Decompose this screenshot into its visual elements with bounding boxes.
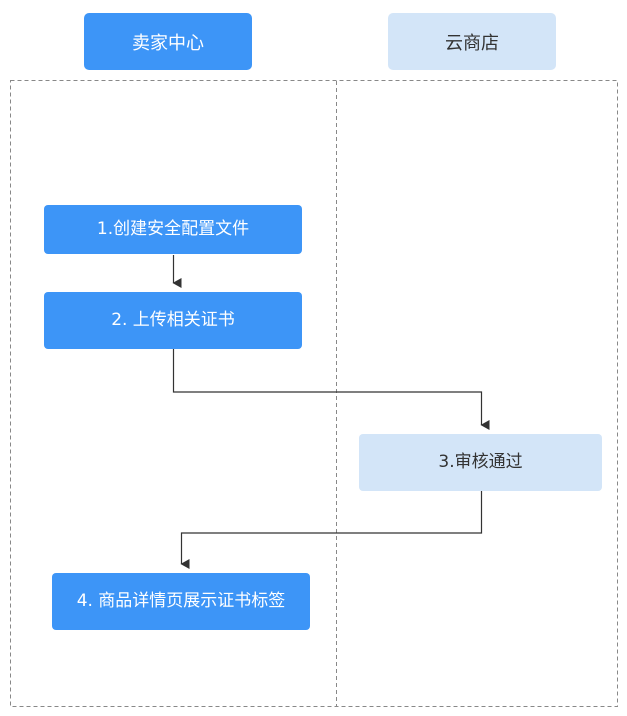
arrow-step3-to-step4 bbox=[180, 491, 483, 569]
lane-header-cloud-store: 云商店 bbox=[388, 13, 556, 70]
lane-header-seller-center: 卖家中心 bbox=[84, 13, 252, 70]
step4-label: 4. 商品详情页展示证书标签 bbox=[76, 591, 286, 611]
step1-label: 1.创建安全配置文件 bbox=[96, 219, 250, 239]
step3-label: 3.审核通过 bbox=[438, 452, 523, 472]
step-upload-certificate: 2. 上传相关证书 bbox=[44, 292, 302, 349]
swimlane-frame bbox=[10, 80, 618, 707]
step-review-approved: 3.审核通过 bbox=[359, 434, 602, 491]
lane-header-seller-label: 卖家中心 bbox=[132, 32, 204, 54]
arrow-step2-to-step3 bbox=[172, 349, 490, 430]
lane-header-store-label: 云商店 bbox=[445, 32, 499, 54]
step2-label: 2. 上传相关证书 bbox=[111, 310, 235, 330]
step-display-certificate-label: 4. 商品详情页展示证书标签 bbox=[52, 573, 310, 630]
step-create-security-config: 1.创建安全配置文件 bbox=[44, 205, 302, 254]
